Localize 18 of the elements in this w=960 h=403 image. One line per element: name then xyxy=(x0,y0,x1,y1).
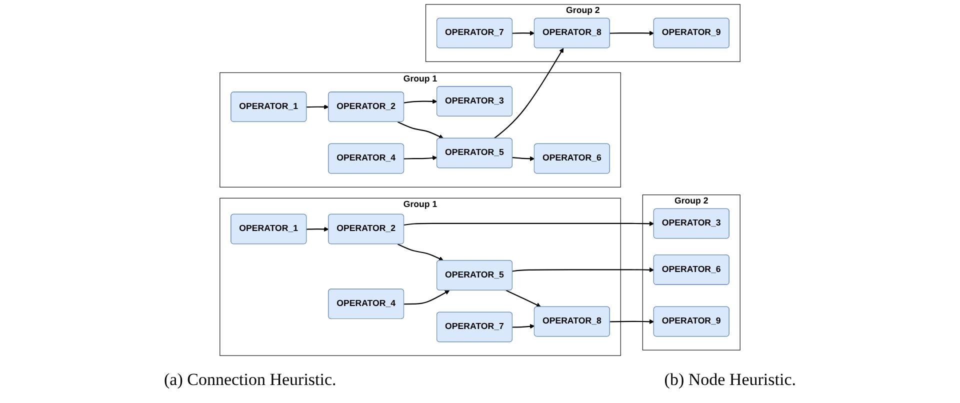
arrow xyxy=(397,121,444,139)
arrow xyxy=(404,156,438,160)
arrow xyxy=(506,290,542,308)
arrow xyxy=(512,156,535,162)
arrow xyxy=(404,290,450,305)
arrow xyxy=(404,99,438,104)
arrow xyxy=(404,221,654,226)
figure-caption: (a) Connection Heuristic. xyxy=(164,370,336,390)
arrow xyxy=(306,226,329,232)
arrow xyxy=(512,267,654,272)
arrow xyxy=(512,30,535,36)
arrow xyxy=(306,104,329,110)
arrow xyxy=(397,244,444,261)
arrow xyxy=(610,30,654,36)
arrow xyxy=(512,324,535,329)
arrow xyxy=(610,319,654,324)
arrow xyxy=(494,48,564,139)
figure-caption: (b) Node Heuristic. xyxy=(664,370,796,390)
